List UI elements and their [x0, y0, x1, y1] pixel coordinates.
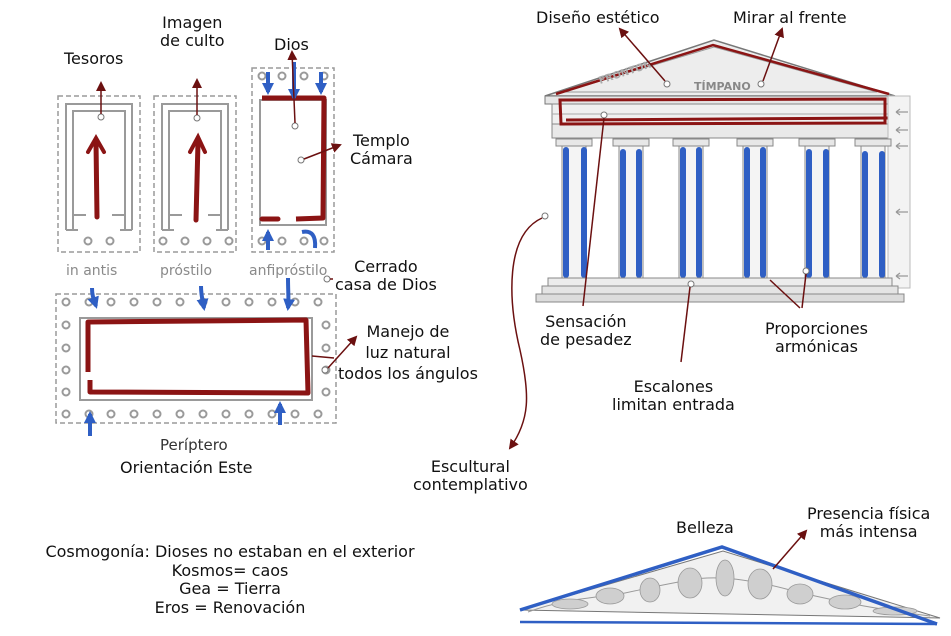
label-sensacion: Sensación de pesadez	[540, 312, 632, 349]
label-escultural: Escultural contemplativo	[413, 457, 528, 494]
in-antis-markers	[86, 81, 106, 220]
prostilo-markers	[188, 78, 207, 223]
periptero-markers	[84, 275, 358, 436]
label-presencia: Presencia física más intensa	[807, 504, 931, 541]
anfiprostilo-markers	[259, 50, 342, 250]
cosmogonia-line: Cosmogonía: Dioses no estaban en el exte…	[45, 542, 415, 561]
temple-facade: FRONTON TÍMPANO	[535, 39, 911, 303]
plan-prostilo	[153, 95, 237, 253]
pediment-sculpture	[519, 529, 941, 626]
plan-periptero	[55, 293, 337, 424]
label-mirar-frente: Mirar al frente	[733, 8, 847, 27]
timpano-text: TÍMPANO	[694, 80, 751, 93]
plan-in-antis	[57, 95, 141, 253]
label-prostilo: próstilo	[160, 263, 213, 279]
label-proporciones: Proporciones armónicas	[765, 319, 868, 356]
label-periptero: Períptero	[160, 436, 228, 454]
label-in-antis: in antis	[66, 263, 118, 279]
cosmogonia-line: Kosmos= caos	[171, 560, 289, 580]
label-orientacion: Orientación Este	[120, 458, 253, 477]
label-dios: Dios	[274, 35, 309, 54]
facade-leaders	[508, 27, 810, 450]
label-escalones: Escalones limitan entrada	[612, 377, 735, 414]
label-cerrado: Cerrado casa de Dios	[335, 257, 437, 294]
label-imagen-culto: Imagen de culto	[160, 13, 225, 50]
cosmogonia-block: Cosmogonía: Dioses no estaban en el exte…	[10, 542, 450, 618]
label-belleza: Belleza	[676, 518, 734, 537]
label-manejo-luz: Manejo de luz natural todos los ángulos	[338, 322, 478, 383]
cosmogonia-line: Eros = Renovación	[154, 598, 306, 618]
label-tesoros: Tesoros	[64, 49, 124, 68]
label-anfiprostilo: anfipróstilo	[249, 263, 328, 279]
label-diseno-estetico: Diseño estético	[536, 8, 660, 27]
cosmogonia-line: Gea = Tierra	[179, 579, 281, 599]
label-templo-camara: Templo Cámara	[350, 131, 413, 168]
